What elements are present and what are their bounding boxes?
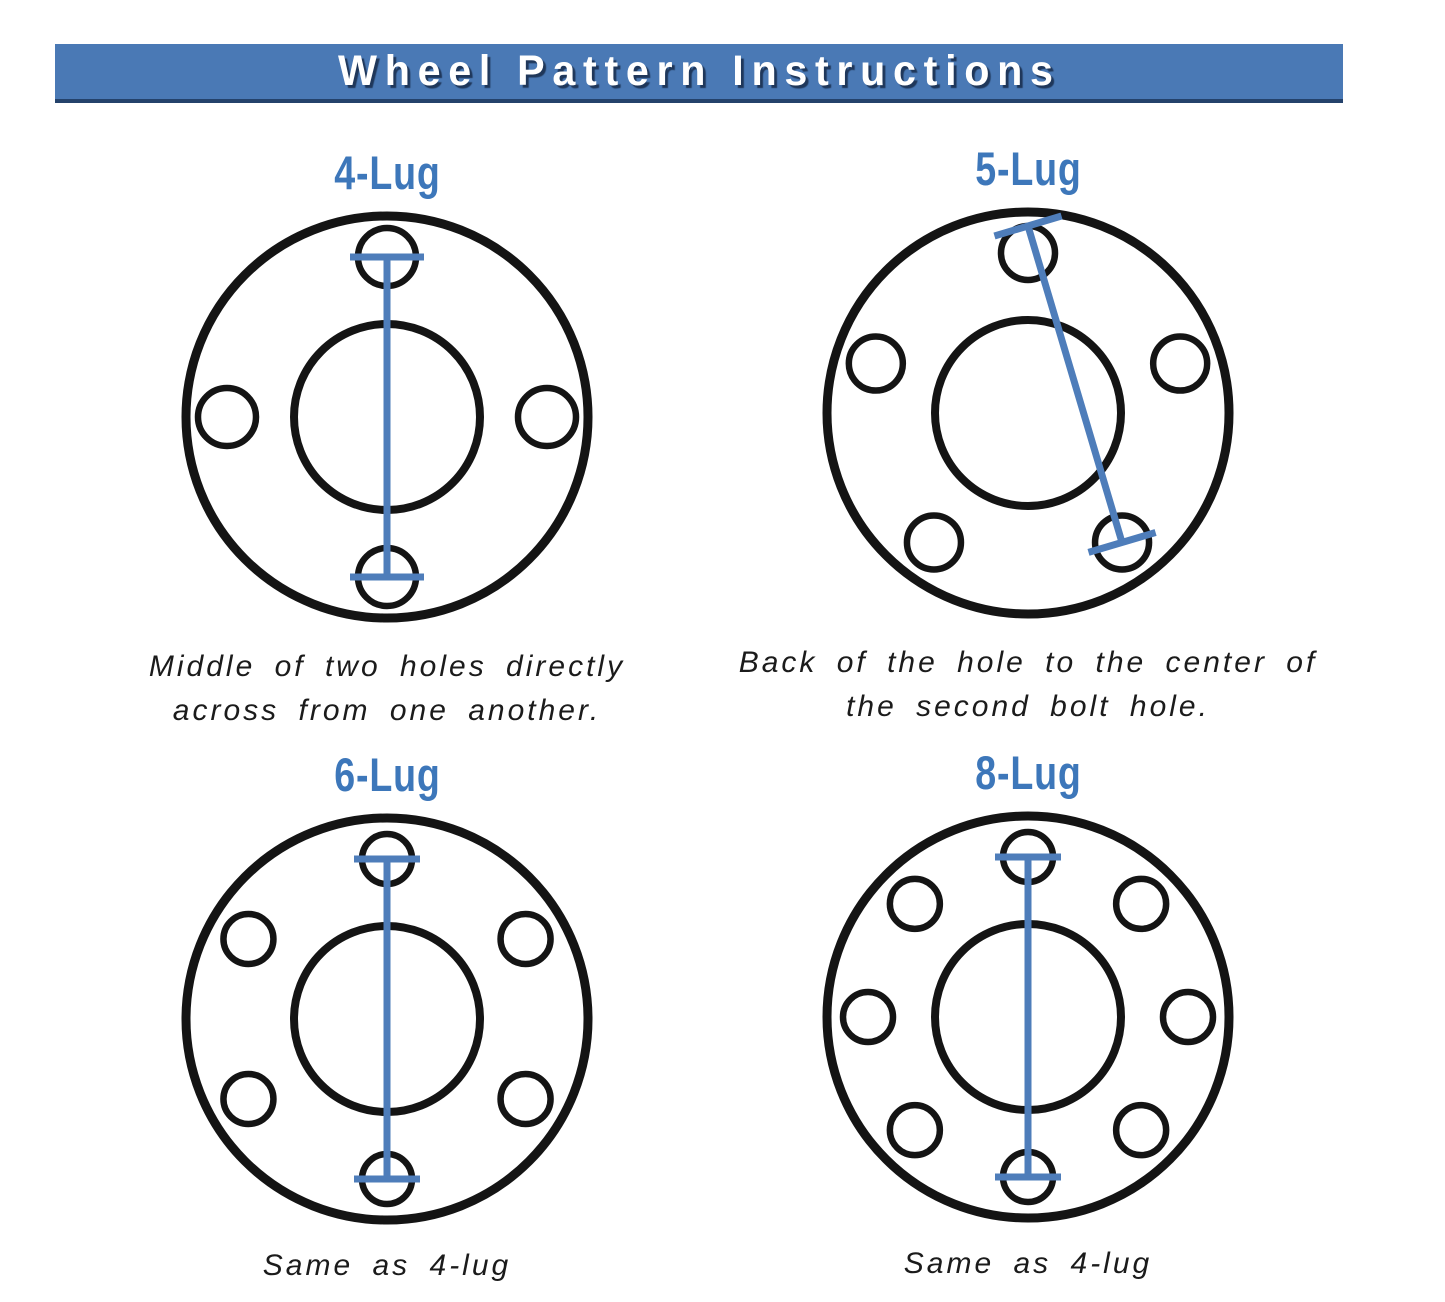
caption-line: the second bolt hole. [846, 689, 1210, 723]
bolt-hole [886, 875, 944, 933]
bolt-hole [886, 1101, 944, 1159]
bolt-hole [220, 910, 277, 968]
bolt-hole [903, 512, 965, 573]
caption-line: Back of the hole to the center of [738, 646, 1318, 679]
center-bore [931, 316, 1125, 510]
bolt-hole [220, 1070, 277, 1128]
wheel-diagram-4-lug [172, 202, 602, 632]
bolt-hole [839, 988, 897, 1046]
measure-line-group [993, 212, 1157, 556]
wheel-section-5-lug: 5-Lug Back of the hole to the center of … [698, 144, 1358, 728]
wheel-section-8-lug: 8-Lug Same as 4-lug [698, 748, 1358, 1286]
lug-label-8-lug: 8-Lug [974, 746, 1082, 799]
caption-line: Same as 4-lug [903, 1247, 1153, 1280]
wheel-diagram-5-lug [813, 198, 1243, 628]
wheel-outer-rim [181, 211, 593, 623]
wheel-outer-rim [822, 207, 1234, 619]
wheel-svg-6lug [181, 813, 593, 1225]
bolt-hole [1112, 875, 1170, 933]
measure-endbar-start [993, 212, 1063, 240]
caption-4-lug: Middle of two holes directly across from… [57, 645, 717, 732]
wheel-svg-4lug [181, 211, 593, 623]
measure-line [1024, 225, 1126, 544]
wheel-svg-8lug [822, 811, 1234, 1223]
measure-line-group [995, 853, 1061, 1181]
bolt-hole [1112, 1101, 1170, 1159]
caption-5-lug: Back of the hole to the center of the se… [698, 641, 1358, 728]
caption-line: across from one another. [172, 693, 602, 727]
page-title: Wheel Pattern Instructions [337, 47, 1061, 95]
lug-label-6-lug: 6-Lug [333, 748, 441, 801]
wheel-svg-5lug [822, 207, 1234, 619]
measure-line-group [350, 253, 424, 581]
bolt-hole [514, 384, 580, 450]
caption-8-lug: Same as 4-lug [698, 1242, 1358, 1286]
caption-6-lug: Same as 4-lug [57, 1244, 717, 1288]
wheel-section-6-lug: 6-Lug Same as 4-lug [57, 750, 717, 1288]
wheel-outer-rim [822, 811, 1234, 1223]
wheel-diagram-8-lug [813, 802, 1243, 1232]
wheel-outer-rim [181, 813, 593, 1225]
wheel-diagram-6-lug [172, 804, 602, 1234]
bolt-hole [845, 333, 907, 394]
wheel-section-4-lug: 4-Lug Middle of two holes directly acros… [57, 148, 717, 732]
bolt-hole [1149, 333, 1211, 394]
bolt-hole [194, 384, 260, 450]
measure-line-group [354, 855, 420, 1183]
lug-label-5-lug: 5-Lug [974, 142, 1082, 195]
bolt-hole [1159, 988, 1217, 1046]
measure-endbar-end [1087, 529, 1157, 556]
lug-label-4-lug: 4-Lug [333, 146, 441, 199]
caption-line: Same as 4-lug [262, 1249, 512, 1282]
title-bar: Wheel Pattern Instructions [55, 44, 1343, 103]
caption-line: Middle of two holes directly [148, 650, 626, 683]
bolt-hole [497, 910, 554, 968]
bolt-hole [497, 1070, 554, 1128]
bolt-hole [1091, 512, 1153, 573]
